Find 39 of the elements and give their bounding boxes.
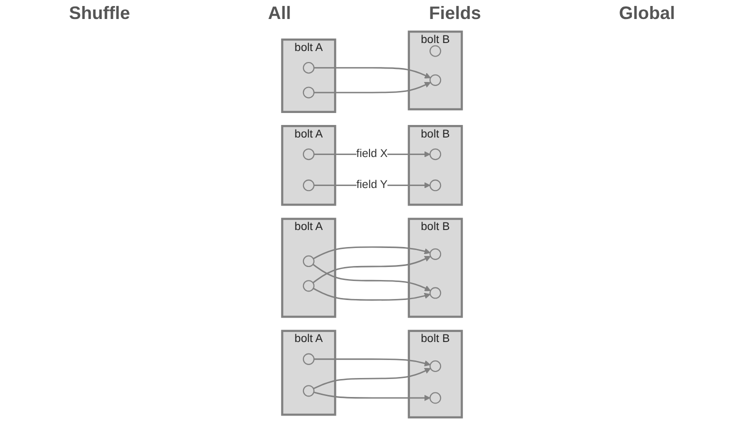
cluster: bolt B bbox=[408, 330, 463, 418]
edge-label: field Y bbox=[356, 178, 388, 191]
arrow bbox=[314, 392, 430, 402]
cluster: bolt B bbox=[408, 30, 463, 110]
node-circle bbox=[430, 148, 442, 160]
node-circle bbox=[302, 353, 314, 365]
node-circle bbox=[302, 62, 314, 74]
cluster: bolt B bbox=[408, 218, 463, 318]
node-circle bbox=[430, 180, 442, 192]
cluster: bolt B bbox=[408, 124, 463, 206]
node-circle bbox=[302, 385, 314, 397]
node-circle bbox=[302, 148, 314, 160]
edge-label: field X bbox=[356, 148, 388, 160]
node-circle bbox=[430, 248, 442, 260]
node-circle bbox=[302, 86, 314, 98]
panel-title: Fields bbox=[428, 2, 481, 24]
arrow bbox=[312, 264, 431, 292]
arrow bbox=[314, 67, 431, 78]
node-circle bbox=[430, 392, 442, 404]
arrow bbox=[313, 246, 430, 260]
node-circle bbox=[302, 180, 314, 192]
arrow bbox=[314, 82, 431, 94]
panel-title: All bbox=[268, 2, 291, 24]
cluster: bolt A bbox=[281, 38, 336, 113]
arrow bbox=[313, 368, 431, 390]
cluster: bolt A bbox=[281, 330, 336, 416]
node-circle bbox=[430, 45, 442, 57]
arrow bbox=[313, 288, 430, 301]
node-circle bbox=[430, 360, 442, 372]
node-circle bbox=[430, 74, 442, 86]
panel-title: Shuffle bbox=[68, 2, 130, 24]
node-circle bbox=[302, 280, 314, 292]
panel-title: Global bbox=[618, 2, 675, 24]
cluster: bolt A bbox=[281, 124, 336, 206]
arrow bbox=[314, 358, 430, 366]
node-circle bbox=[430, 287, 442, 299]
arrow bbox=[312, 256, 431, 284]
cluster: bolt A bbox=[281, 218, 336, 318]
node-circle bbox=[302, 255, 314, 268]
